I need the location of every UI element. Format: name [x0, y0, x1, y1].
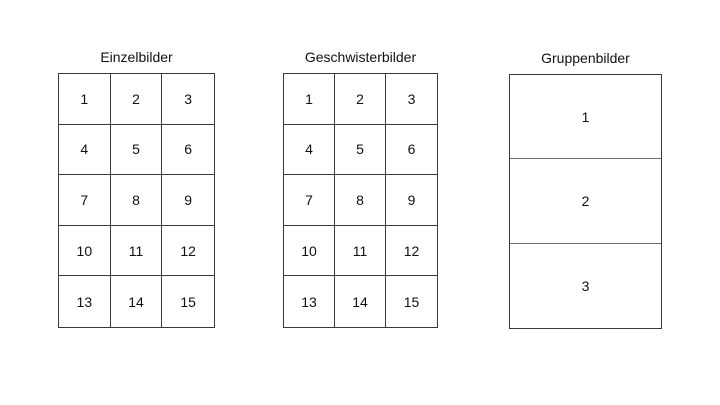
grid-cell: 4: [59, 124, 111, 176]
grid-cell: 13: [284, 276, 335, 327]
grid-cell: 1: [284, 74, 335, 125]
grid-cell: 6: [162, 125, 214, 176]
grid-cell: 10: [284, 225, 335, 277]
grid-cell: 2: [335, 74, 386, 125]
gruppenbilder-section: Gruppenbilder 1 2 3: [509, 50, 662, 329]
grid-cell: 2: [110, 74, 163, 125]
grid-cell: 1: [510, 75, 661, 160]
grid-cell: 9: [162, 175, 214, 226]
grid-cell: 7: [59, 175, 111, 226]
geschwisterbilder-title: Geschwisterbilder: [304, 49, 417, 65]
grid-cell: 14: [111, 276, 163, 327]
geschwisterbilder-grid: 1 2 3 4 5 6 7 8 9 10 11 12 13 14 15: [283, 73, 438, 328]
grid-cell: 4: [284, 124, 335, 176]
grid-cell: 12: [162, 226, 214, 277]
grid-cell: 5: [335, 124, 386, 176]
grid-cell: 5: [110, 124, 163, 176]
grid-cell: 13: [59, 276, 111, 327]
geschwisterbilder-section: Geschwisterbilder 1 2 3 4 5 6 7 8 9 10 1…: [283, 49, 438, 328]
grid-cell: 9: [386, 175, 437, 226]
gruppenbilder-title: Gruppenbilder: [541, 50, 630, 66]
grid-cell: 8: [335, 175, 386, 226]
grid-cell: 3: [162, 74, 214, 125]
grid-cell: 1: [59, 74, 111, 125]
grid-cell: 10: [59, 225, 111, 277]
einzelbilder-grid: 1 2 3 4 5 6 7 8 9 10 11 12 13 14 15: [58, 73, 215, 328]
einzelbilder-title: Einzelbilder: [100, 49, 173, 65]
grid-cell: 11: [335, 225, 386, 277]
grid-cell: 15: [180, 293, 196, 310]
grid-cell: 2: [510, 159, 661, 244]
grid-cell: 15: [403, 293, 420, 310]
grid-cell: 6: [386, 125, 437, 176]
grid-cell: 7: [284, 175, 335, 226]
gruppenbilder-grid: 1 2 3: [509, 74, 662, 329]
einzelbilder-section: Einzelbilder 1 2 3 4 5 6 7 8 9 10 11 12 …: [58, 49, 215, 328]
grid-cell: 14: [335, 276, 386, 327]
grid-cell: 12: [386, 226, 437, 277]
grid-cell: 8: [110, 175, 163, 226]
grid-cell: 11: [110, 225, 163, 277]
grid-cell: 3: [386, 74, 437, 125]
grid-cell: 3: [581, 277, 590, 294]
